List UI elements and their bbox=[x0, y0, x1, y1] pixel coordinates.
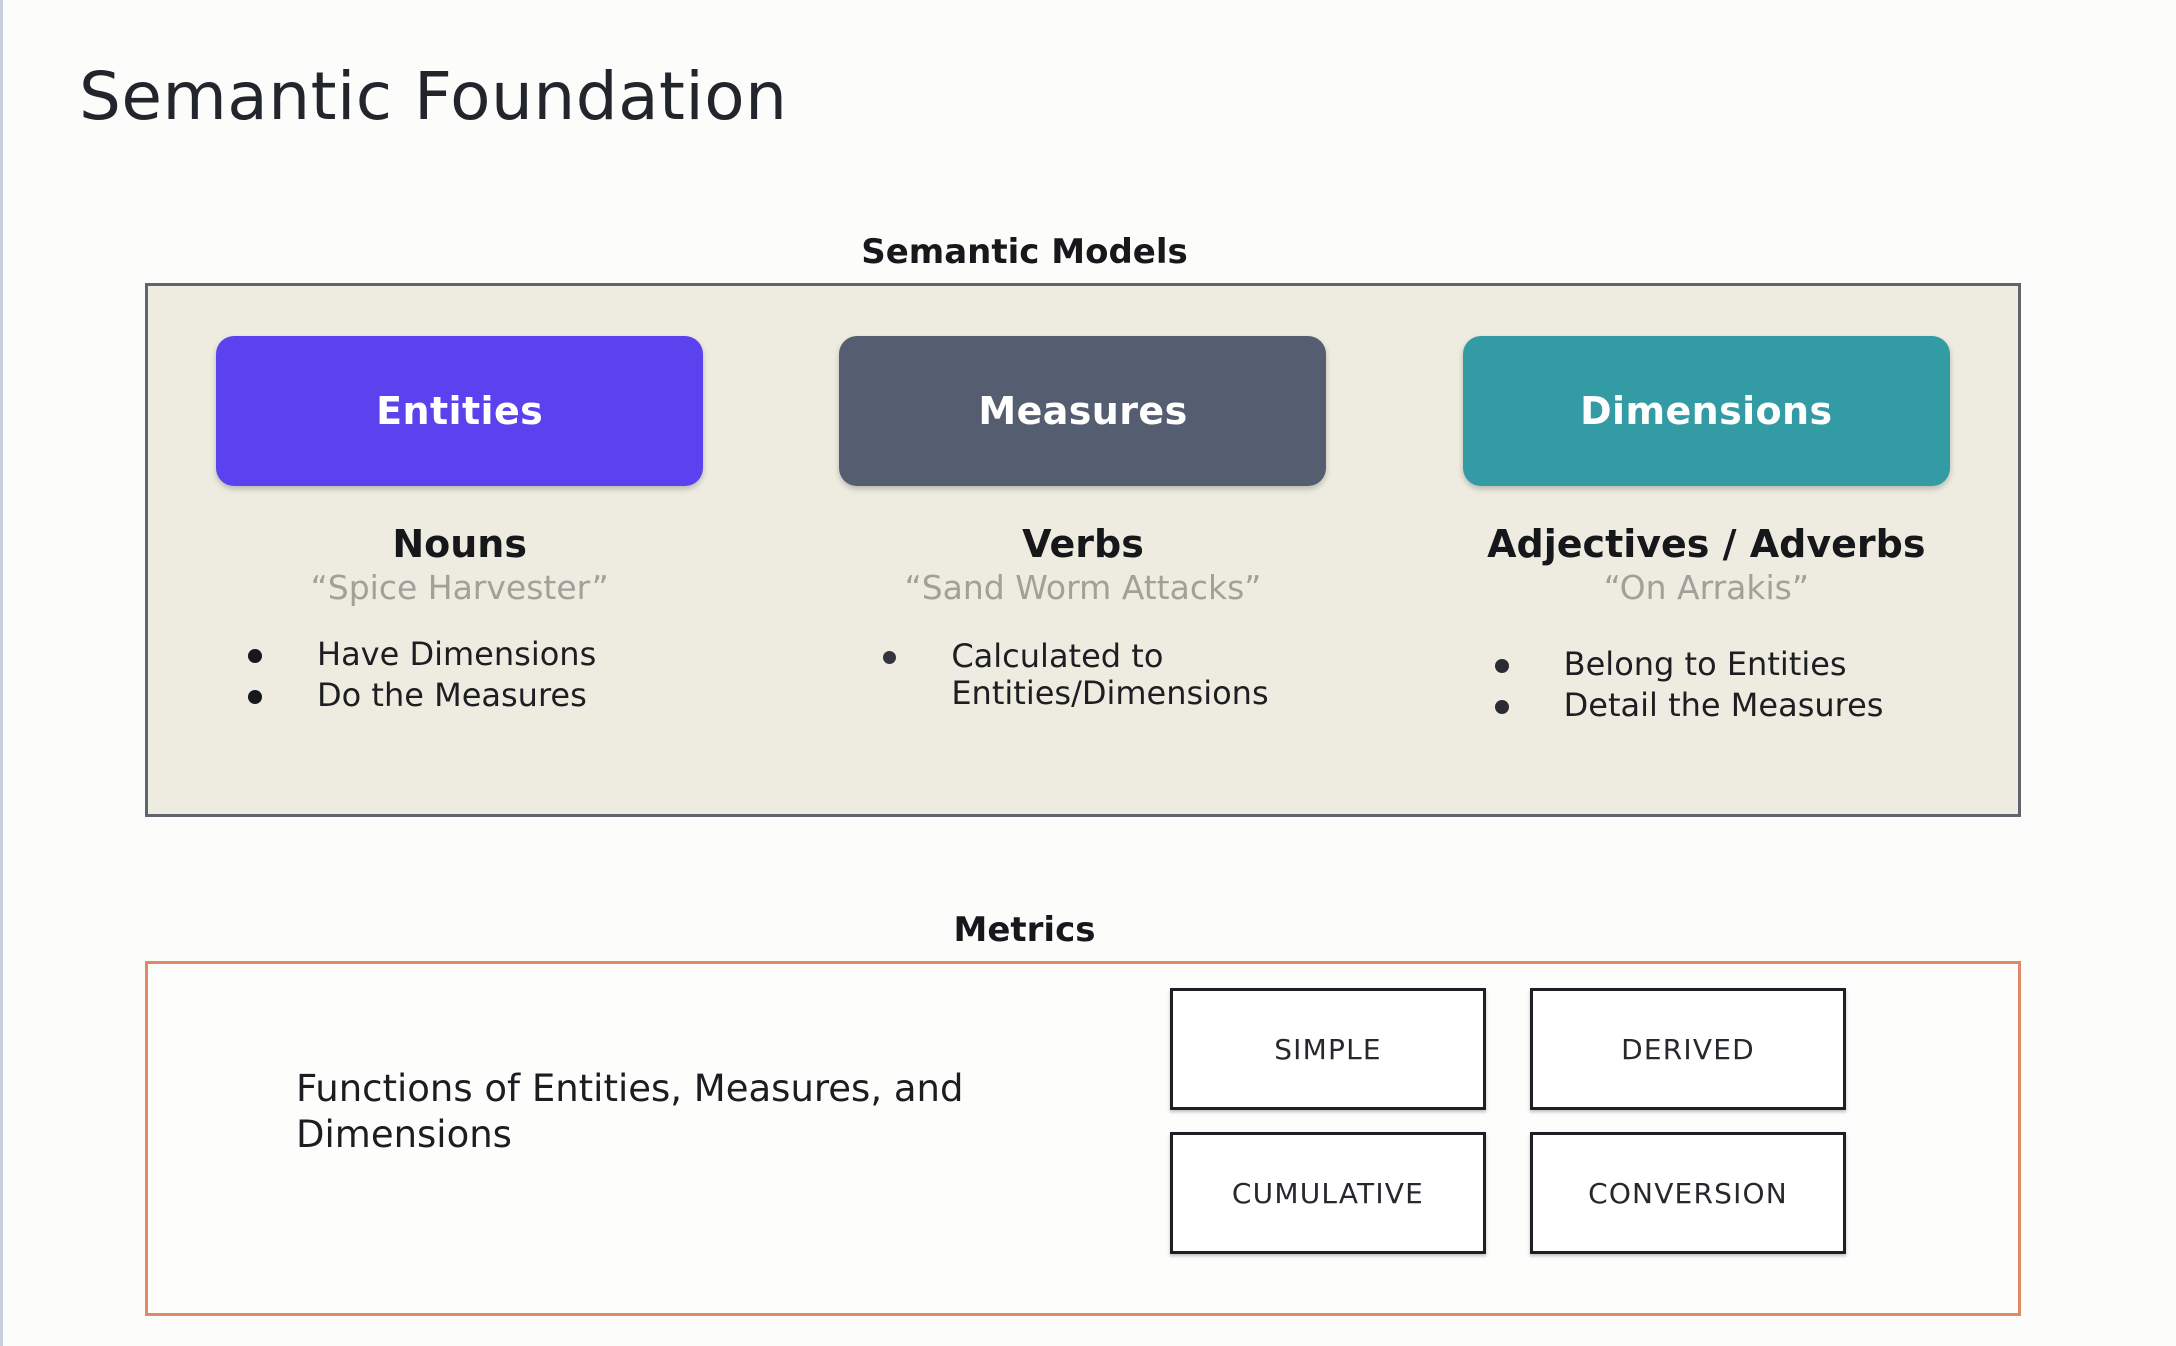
metric-type-label: CUMULATIVE bbox=[1231, 1176, 1425, 1210]
entities-example: “Spice Harvester” bbox=[310, 567, 609, 607]
metric-type-simple[interactable]: SIMPLE bbox=[1170, 988, 1486, 1110]
metric-type-label: SIMPLE bbox=[1274, 1032, 1382, 1066]
model-column-measures: Measures Verbs “Sand Worm Attacks” Calcu… bbox=[771, 286, 1394, 814]
semantic-models-heading: Semantic Models bbox=[861, 232, 1188, 272]
dimensions-bullet-list: Belong to Entities Detail the Measures bbox=[1494, 645, 1884, 725]
entities-part-of-speech: Nouns bbox=[392, 522, 527, 566]
metric-type-grid: SIMPLE DERIVED CUMULATIVE CONVERSION bbox=[1170, 988, 1846, 1254]
list-item: Do the Measures bbox=[248, 677, 596, 714]
bullet-dot-icon bbox=[248, 690, 262, 705]
list-item: Detail the Measures bbox=[1494, 686, 1884, 725]
bullet-dot-icon bbox=[1494, 700, 1509, 715]
dimensions-pill[interactable]: Dimensions bbox=[1462, 336, 1950, 486]
metrics-description: Functions of Entities, Measures, and Dim… bbox=[296, 1067, 964, 1156]
metric-type-derived[interactable]: DERIVED bbox=[1530, 988, 1846, 1110]
list-item-label: Have Dimensions bbox=[317, 635, 597, 674]
metric-type-label: DERIVED bbox=[1621, 1032, 1755, 1066]
measures-pill-label: Measures bbox=[978, 389, 1188, 433]
list-item-label: Do the Measures bbox=[317, 676, 587, 715]
measures-bullet-list: Calculated to Entities/Dimensions bbox=[883, 638, 1291, 712]
measures-part-of-speech: Verbs bbox=[1022, 522, 1144, 566]
measures-example: “Sand Worm Attacks” bbox=[904, 567, 1262, 607]
bullet-dot-icon bbox=[1494, 659, 1509, 674]
dimensions-pill-label: Dimensions bbox=[1580, 389, 1833, 433]
metrics-panel: Functions of Entities, Measures, and Dim… bbox=[145, 961, 2021, 1316]
list-item: Calculated to Entities/Dimensions bbox=[883, 638, 1291, 712]
bullet-dot-icon bbox=[248, 649, 262, 664]
dimensions-part-of-speech: Adjectives / Adverbs bbox=[1487, 522, 1926, 566]
bullet-dot-icon bbox=[883, 651, 897, 665]
entities-bullet-list: Have Dimensions Do the Measures bbox=[248, 636, 596, 714]
list-item: Have Dimensions bbox=[248, 636, 596, 673]
dimensions-example: “On Arrakis” bbox=[1603, 567, 1809, 607]
list-item-label: Detail the Measures bbox=[1563, 686, 1884, 725]
measures-pill[interactable]: Measures bbox=[839, 336, 1327, 486]
semantic-models-columns: Entities Nouns “Spice Harvester” Have Di… bbox=[148, 286, 2018, 814]
metric-type-cumulative[interactable]: CUMULATIVE bbox=[1170, 1132, 1486, 1254]
model-column-dimensions: Dimensions Adjectives / Adverbs “On Arra… bbox=[1395, 286, 2018, 814]
list-item: Belong to Entities bbox=[1494, 645, 1884, 684]
metrics-heading: Metrics bbox=[953, 910, 1096, 950]
metric-type-conversion[interactable]: CONVERSION bbox=[1530, 1132, 1846, 1254]
entities-pill[interactable]: Entities bbox=[216, 336, 704, 486]
list-item-label: Belong to Entities bbox=[1563, 645, 1847, 684]
entities-pill-label: Entities bbox=[376, 389, 544, 433]
model-column-entities: Entities Nouns “Spice Harvester” Have Di… bbox=[148, 286, 771, 814]
list-item-label: Calculated to Entities/Dimensions bbox=[951, 637, 1269, 713]
semantic-models-panel: Entities Nouns “Spice Harvester” Have Di… bbox=[145, 283, 2021, 817]
page-title: Semantic Foundation bbox=[79, 58, 788, 135]
metric-type-label: CONVERSION bbox=[1588, 1176, 1788, 1210]
